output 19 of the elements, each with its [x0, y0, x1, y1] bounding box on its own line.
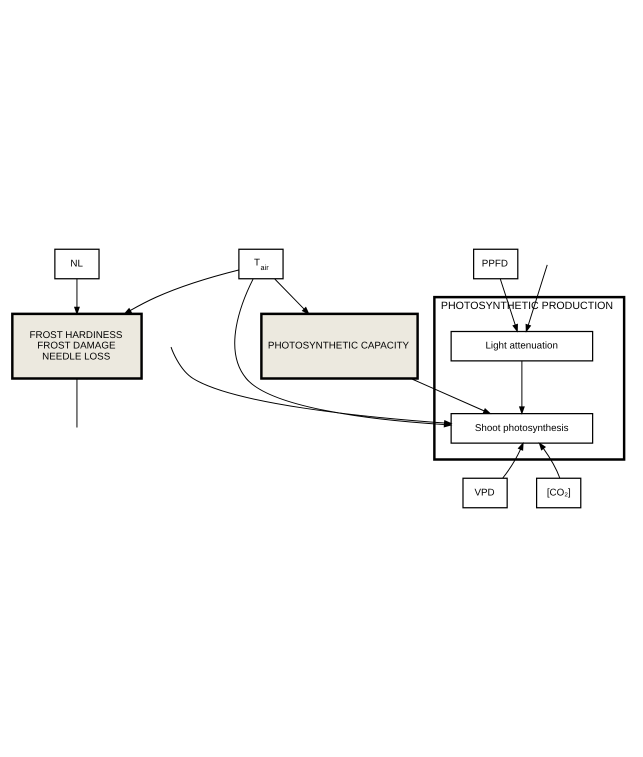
- arrow: [502, 442, 524, 479]
- node-box: FROST HARDINESS FROST DAMAGE NEEDLE LOSS: [11, 312, 143, 380]
- node-box: NL: [54, 248, 100, 280]
- arrow: [274, 278, 310, 315]
- arrow: [538, 442, 560, 479]
- node-box: Light attenuation: [450, 330, 594, 362]
- arrow: [74, 278, 80, 316]
- node-box: [CO₂]: [536, 478, 582, 508]
- node-box: PPFD: [473, 248, 518, 280]
- arrow: [518, 360, 525, 415]
- arrow: [123, 269, 240, 315]
- node-box: PHOTOSYNTHETIC CAPACITY: [260, 312, 419, 380]
- arrow: [410, 378, 492, 414]
- connector: [76, 378, 78, 428]
- arrow: [526, 264, 548, 333]
- node-box: Shoot photosynthesis: [450, 413, 594, 444]
- arrow: [500, 278, 518, 333]
- node-box: VPD: [462, 478, 508, 508]
- node-box: T$_{air}$: [238, 248, 284, 280]
